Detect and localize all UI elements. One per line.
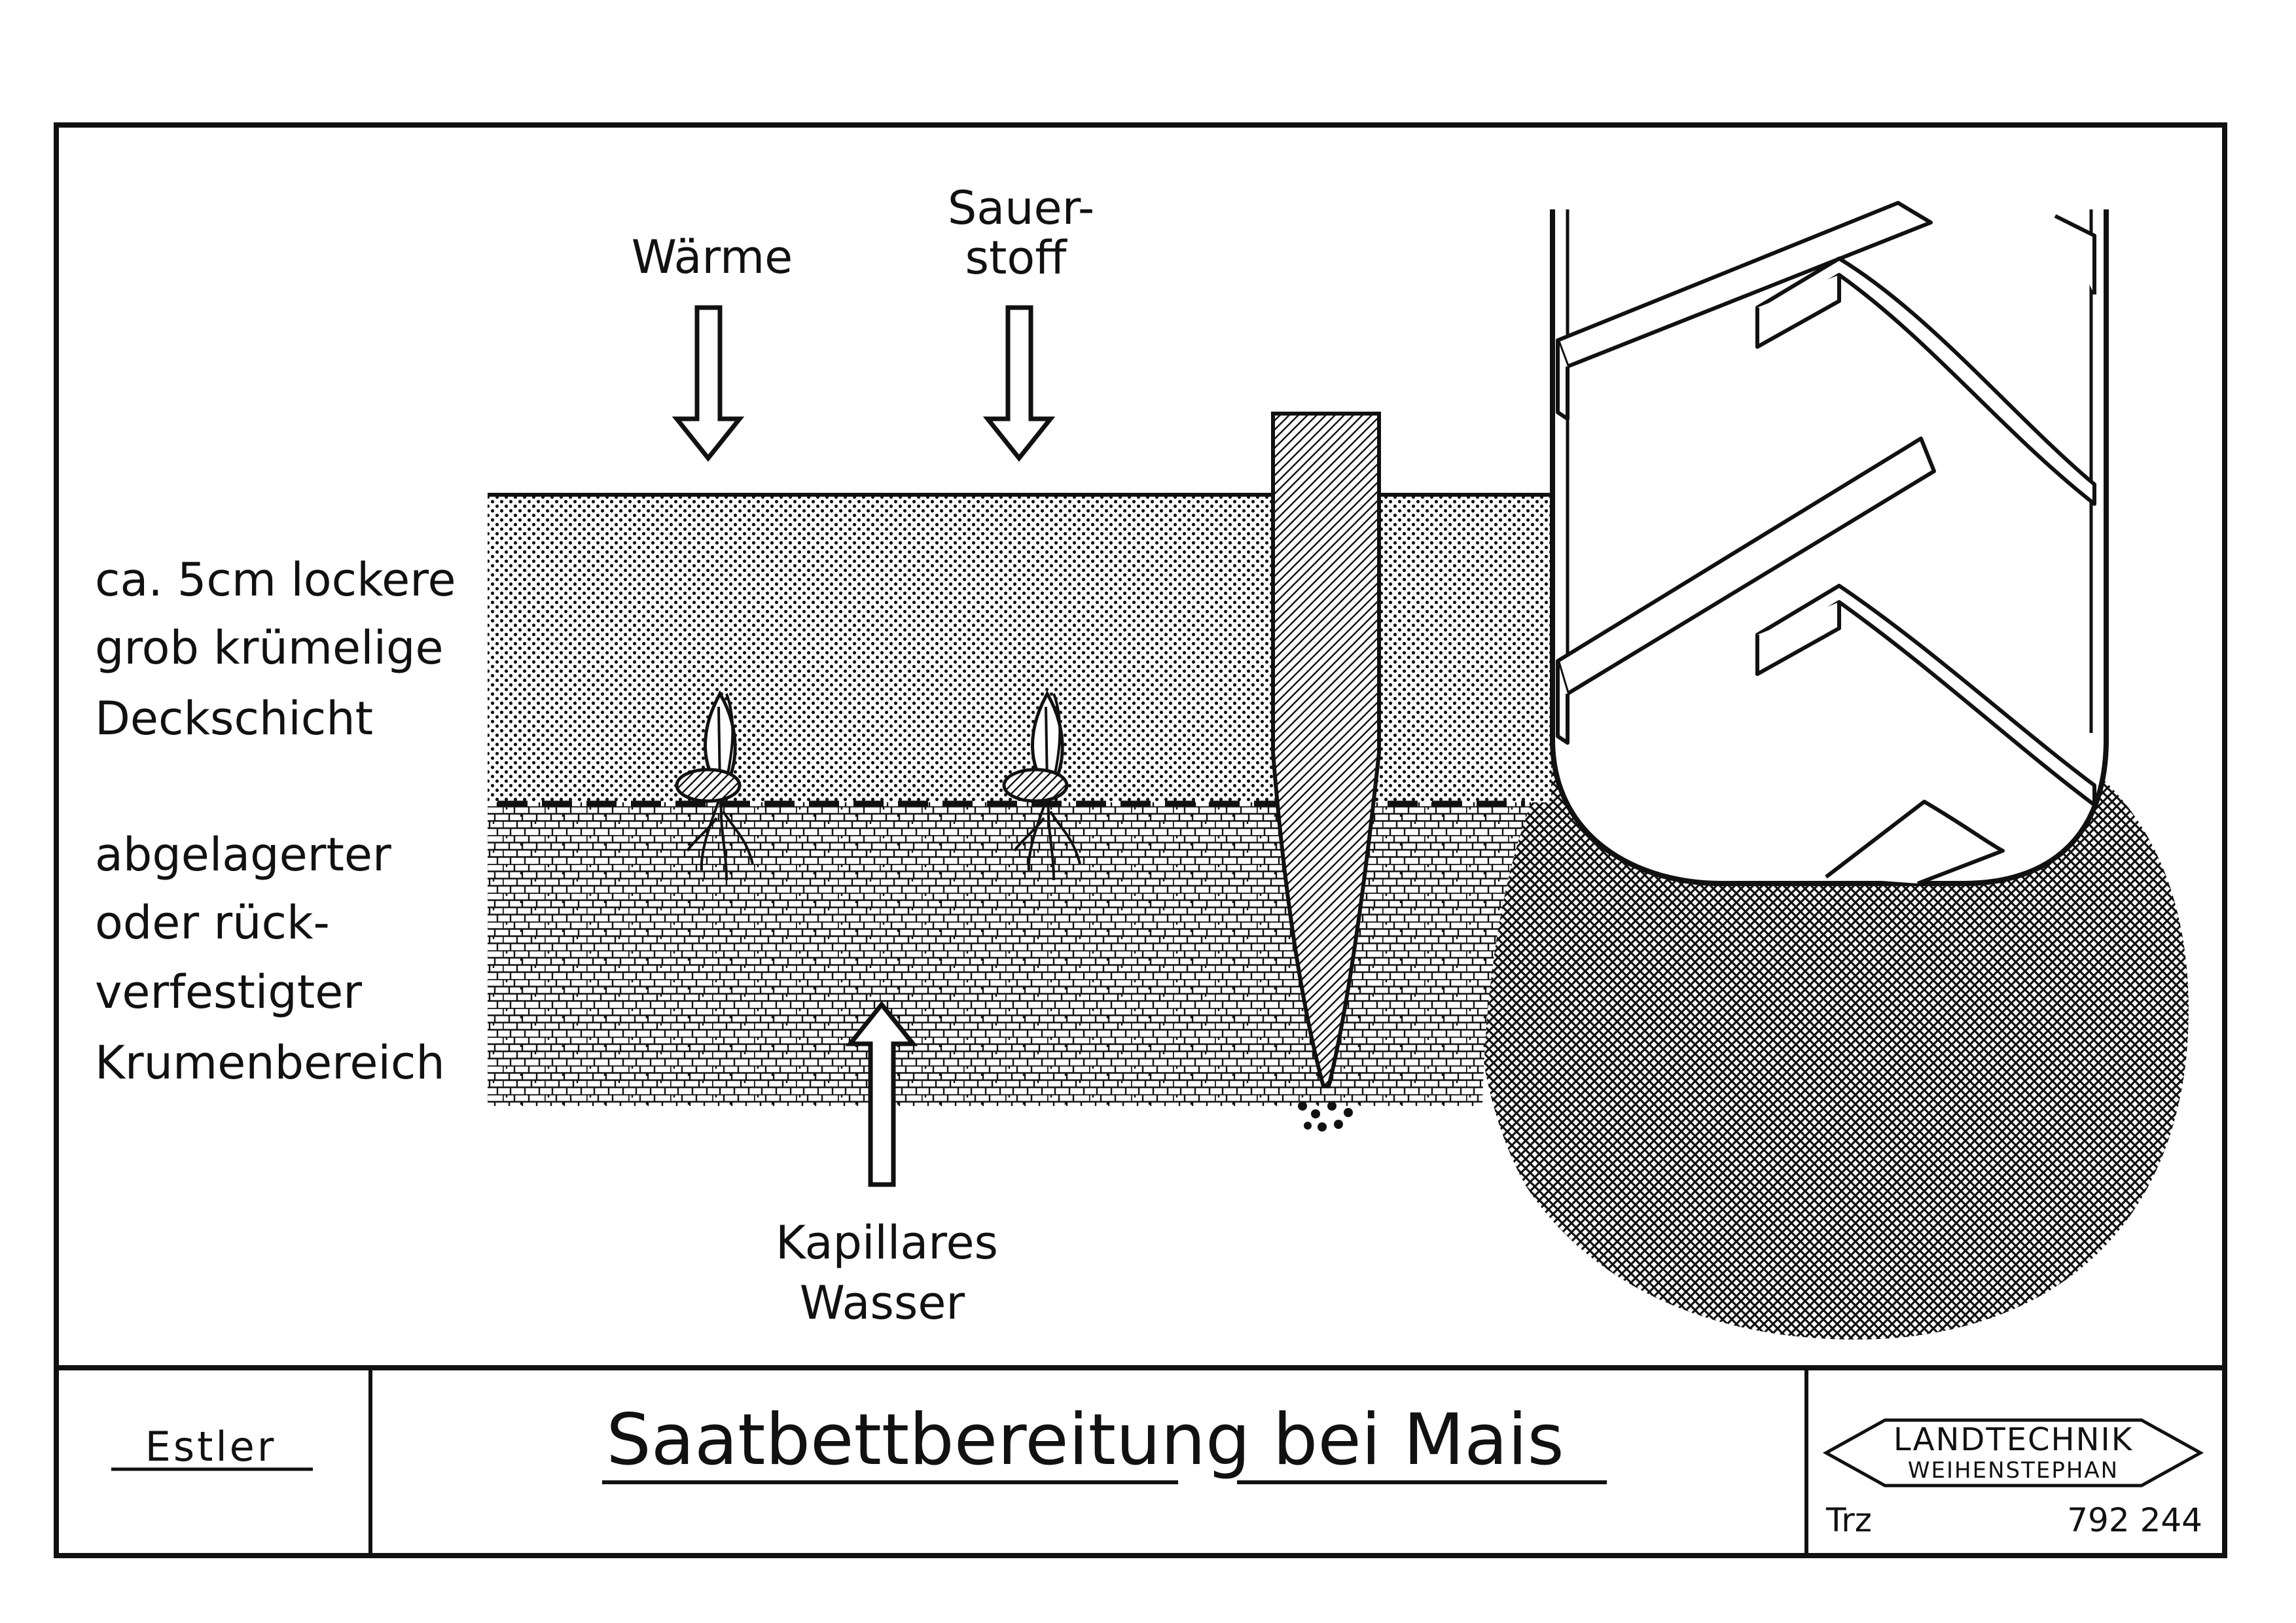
title-block: Estler Saatbettbereitung bei Mais LANDTE…	[56, 1365, 2225, 1556]
bottom-layer-label-line: oder rück-	[95, 896, 330, 950]
tractor-tire	[1550, 201, 2109, 886]
top-layer-label-line: ca. 5cm lockere	[95, 553, 456, 607]
outer-frame	[54, 122, 2227, 1558]
landtechnik-logo: LANDTECHNIK WEIHENSTEPHAN	[1822, 1418, 2204, 1488]
warmth-label: Wärme	[632, 230, 793, 284]
bottom-layer-label-line: abgelagerter	[95, 828, 391, 882]
capillary-label-line2: Wasser	[800, 1276, 965, 1330]
consolidated-lower-layer	[488, 802, 1532, 1106]
svg-text:LANDTECHNIK: LANDTECHNIK	[1893, 1421, 2133, 1458]
bottom-layer-label-line: Krumenbereich	[95, 1036, 445, 1090]
bottom-layer-label-line: verfestigter	[95, 965, 362, 1019]
arrow-up-capillary-water	[845, 1001, 918, 1187]
diagram-area: Wärme Sauer- stoff ca. 5cm lockere grob …	[95, 181, 2189, 1340]
compacted-soil-zone	[1476, 749, 2189, 1340]
arrow-down-warmth	[672, 305, 745, 462]
author-name: Estler	[145, 1423, 277, 1471]
seedling-icon	[675, 690, 754, 881]
oxygen-label-line2: stoff	[965, 231, 1068, 285]
drawing-code: Trz	[1825, 1501, 1872, 1539]
seed-dots	[1298, 1101, 1353, 1132]
top-layer-label-line: Deckschicht	[95, 692, 373, 745]
seedling-icon	[1002, 690, 1081, 881]
drawing-number: 792 244	[2067, 1501, 2202, 1539]
arrow-down-oxygen	[982, 305, 1056, 462]
capillary-label-line1: Kapillares	[776, 1216, 998, 1270]
top-layer-label-line: grob krümelige	[95, 621, 444, 675]
loose-top-layer	[488, 495, 1551, 802]
svg-text:WEIHENSTEPHAN: WEIHENSTEPHAN	[1908, 1457, 2119, 1484]
drawing-title: Saatbettbereitung bei Mais	[606, 1399, 1564, 1481]
oxygen-label-line1: Sauer-	[948, 181, 1094, 235]
planter-coulter	[1271, 412, 1381, 1088]
